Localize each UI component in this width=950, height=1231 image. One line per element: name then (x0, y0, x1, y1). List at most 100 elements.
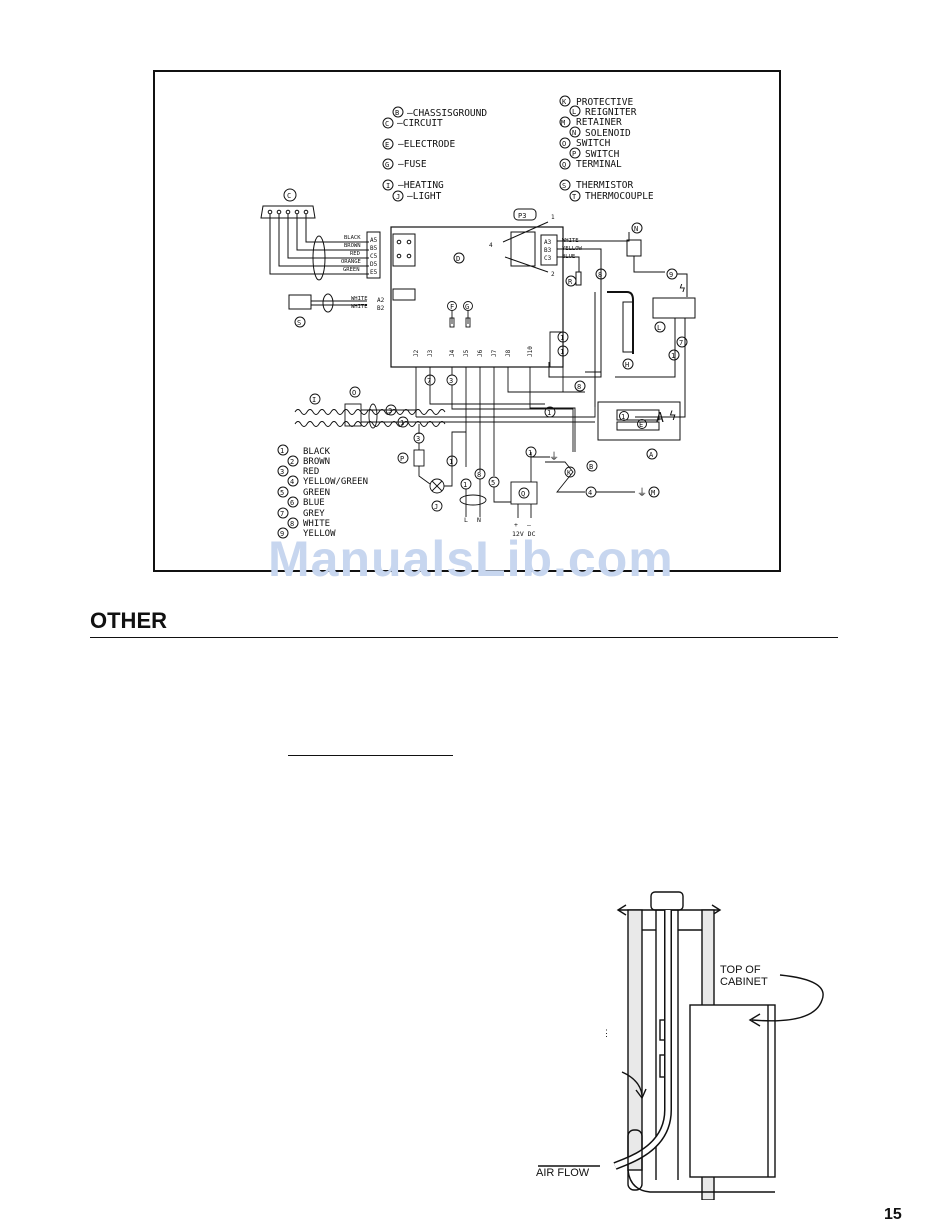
svg-text:7: 7 (280, 510, 284, 518)
svg-text:F: F (450, 303, 454, 311)
svg-text:Q: Q (562, 161, 566, 169)
svg-text:2: 2 (551, 271, 555, 278)
svg-text:B: B (589, 463, 593, 471)
svg-text:THERMOCOUPLE: THERMOCOUPLE (585, 191, 654, 202)
svg-text:ϟ: ϟ (669, 409, 676, 423)
svg-text:O: O (352, 389, 356, 397)
svg-text:P: P (400, 455, 404, 463)
svg-text:E: E (639, 421, 643, 429)
svg-text:7: 7 (679, 339, 683, 347)
svg-text:GREEN: GREEN (303, 488, 330, 498)
svg-text:9: 9 (280, 530, 284, 538)
svg-text:A: A (656, 411, 664, 426)
svg-text:J: J (434, 503, 438, 511)
legend-components-right: K PROTECTIVE L REIGNITER M RETAINER N SO… (559, 95, 654, 202)
heating-H: H 8 8 (548, 268, 634, 407)
svg-text:M: M (651, 489, 655, 497)
svg-text:1: 1 (551, 214, 555, 221)
svg-text:9: 9 (669, 271, 673, 279)
svg-text:SWITCH: SWITCH (585, 149, 620, 160)
svg-text:⋮: ⋮ (602, 1028, 611, 1038)
svg-text:1: 1 (560, 334, 564, 342)
svg-text:D5: D5 (370, 261, 378, 268)
svg-text:5: 5 (491, 479, 495, 487)
svg-text:J10: J10 (527, 346, 534, 357)
svg-text:CABINET: CABINET (720, 976, 768, 988)
legend-item: —LIGHT (407, 191, 442, 202)
solenoid-N: N 9 (626, 222, 688, 297)
svg-text:RED: RED (350, 251, 360, 257)
wire-color-legend: 1 BLACK 2 BROWN 3 RED 4 YELLOW/GREEN 5 G… (277, 444, 368, 539)
svg-text:J8: J8 (505, 349, 512, 357)
svg-text:J3: J3 (427, 349, 434, 357)
svg-text:N: N (477, 516, 481, 524)
svg-text:G: G (385, 161, 389, 169)
wiring-diagram: B —CHASSISGROUND C —CIRCUIT E —ELECTRODE… (153, 70, 781, 572)
svg-text:8: 8 (598, 271, 602, 279)
top-of-cabinet-label: TOP OF (720, 964, 761, 976)
svg-text:H: H (625, 361, 629, 369)
svg-text:N: N (572, 129, 576, 137)
svg-text:YELLOW: YELLOW (303, 529, 336, 539)
svg-text:P: P (572, 150, 576, 158)
svg-text:7: 7 (427, 377, 431, 385)
svg-text:E5: E5 (370, 269, 378, 276)
svg-text:G: G (465, 303, 469, 311)
svg-text:B: B (395, 109, 399, 117)
svg-text:2: 2 (290, 458, 294, 466)
heater-switch (294, 386, 596, 429)
svg-text:GREY: GREY (303, 509, 325, 519)
legend-item: —HEATING (398, 180, 444, 191)
legend-item: —CHASSISGROUND (407, 108, 487, 119)
svg-text:K: K (562, 98, 567, 106)
light-switch (397, 424, 466, 512)
svg-text:3: 3 (449, 377, 453, 385)
svg-text:C: C (385, 120, 389, 128)
svg-text:WHITE: WHITE (351, 296, 368, 302)
svg-text:O: O (562, 140, 566, 148)
air-flow-label: AIR FLOW (536, 1167, 590, 1179)
svg-text:8: 8 (477, 471, 481, 479)
svg-text:J5: J5 (463, 349, 470, 357)
svg-text:GREEN: GREEN (343, 267, 360, 273)
svg-text:⏚: ⏚ (549, 451, 559, 463)
svg-text:1: 1 (621, 413, 625, 421)
svg-text:J6: J6 (477, 349, 484, 357)
svg-text:Q: Q (521, 490, 525, 498)
svg-text:—: — (527, 521, 531, 529)
svg-text:WHITE: WHITE (303, 519, 330, 529)
svg-text:J: J (396, 193, 400, 201)
reigniter-L: ϟ L 7 1 (615, 282, 696, 418)
svg-text:J2: J2 (413, 349, 420, 357)
section-title: OTHER (90, 608, 167, 633)
wiring-diagram-svg: B —CHASSISGROUND C —CIRCUIT E —ELECTRODE… (260, 95, 696, 539)
plug-C: C BLACK BROWN RED ORANGE GREEN A5 B5 C5 … (260, 188, 416, 281)
svg-text:3: 3 (416, 435, 420, 443)
svg-text:C5: C5 (370, 253, 378, 260)
legend-item: —FUSE (398, 159, 427, 170)
circuit-board (390, 226, 564, 368)
svg-text:1: 1 (449, 458, 453, 466)
svg-text:L: L (572, 108, 576, 116)
svg-text:3: 3 (388, 407, 392, 415)
svg-text:N: N (634, 225, 638, 233)
svg-text:L: L (464, 516, 468, 524)
svg-text:1: 1 (400, 419, 404, 427)
svg-text:1: 1 (560, 348, 564, 356)
svg-text:+: + (514, 521, 518, 529)
svg-text:B2: B2 (377, 305, 385, 312)
thermistor-S: WHITE WHITE A2 B2 S (288, 288, 416, 328)
watermark: ManualsLib.com (268, 531, 674, 587)
svg-text:B5: B5 (370, 245, 378, 252)
svg-text:TERMINAL: TERMINAL (576, 159, 622, 170)
svg-text:3: 3 (280, 468, 284, 476)
svg-text:J7: J7 (491, 349, 498, 357)
svg-text:SOLENOID: SOLENOID (585, 128, 631, 139)
svg-text:I: I (312, 396, 316, 404)
svg-text:4: 4 (489, 242, 493, 249)
svg-text:T: T (572, 193, 577, 201)
svg-text:PROTECTIVE: PROTECTIVE (576, 97, 633, 108)
svg-text:P3: P3 (518, 212, 526, 220)
svg-text:1: 1 (671, 352, 675, 360)
svg-text:B3: B3 (544, 247, 552, 254)
